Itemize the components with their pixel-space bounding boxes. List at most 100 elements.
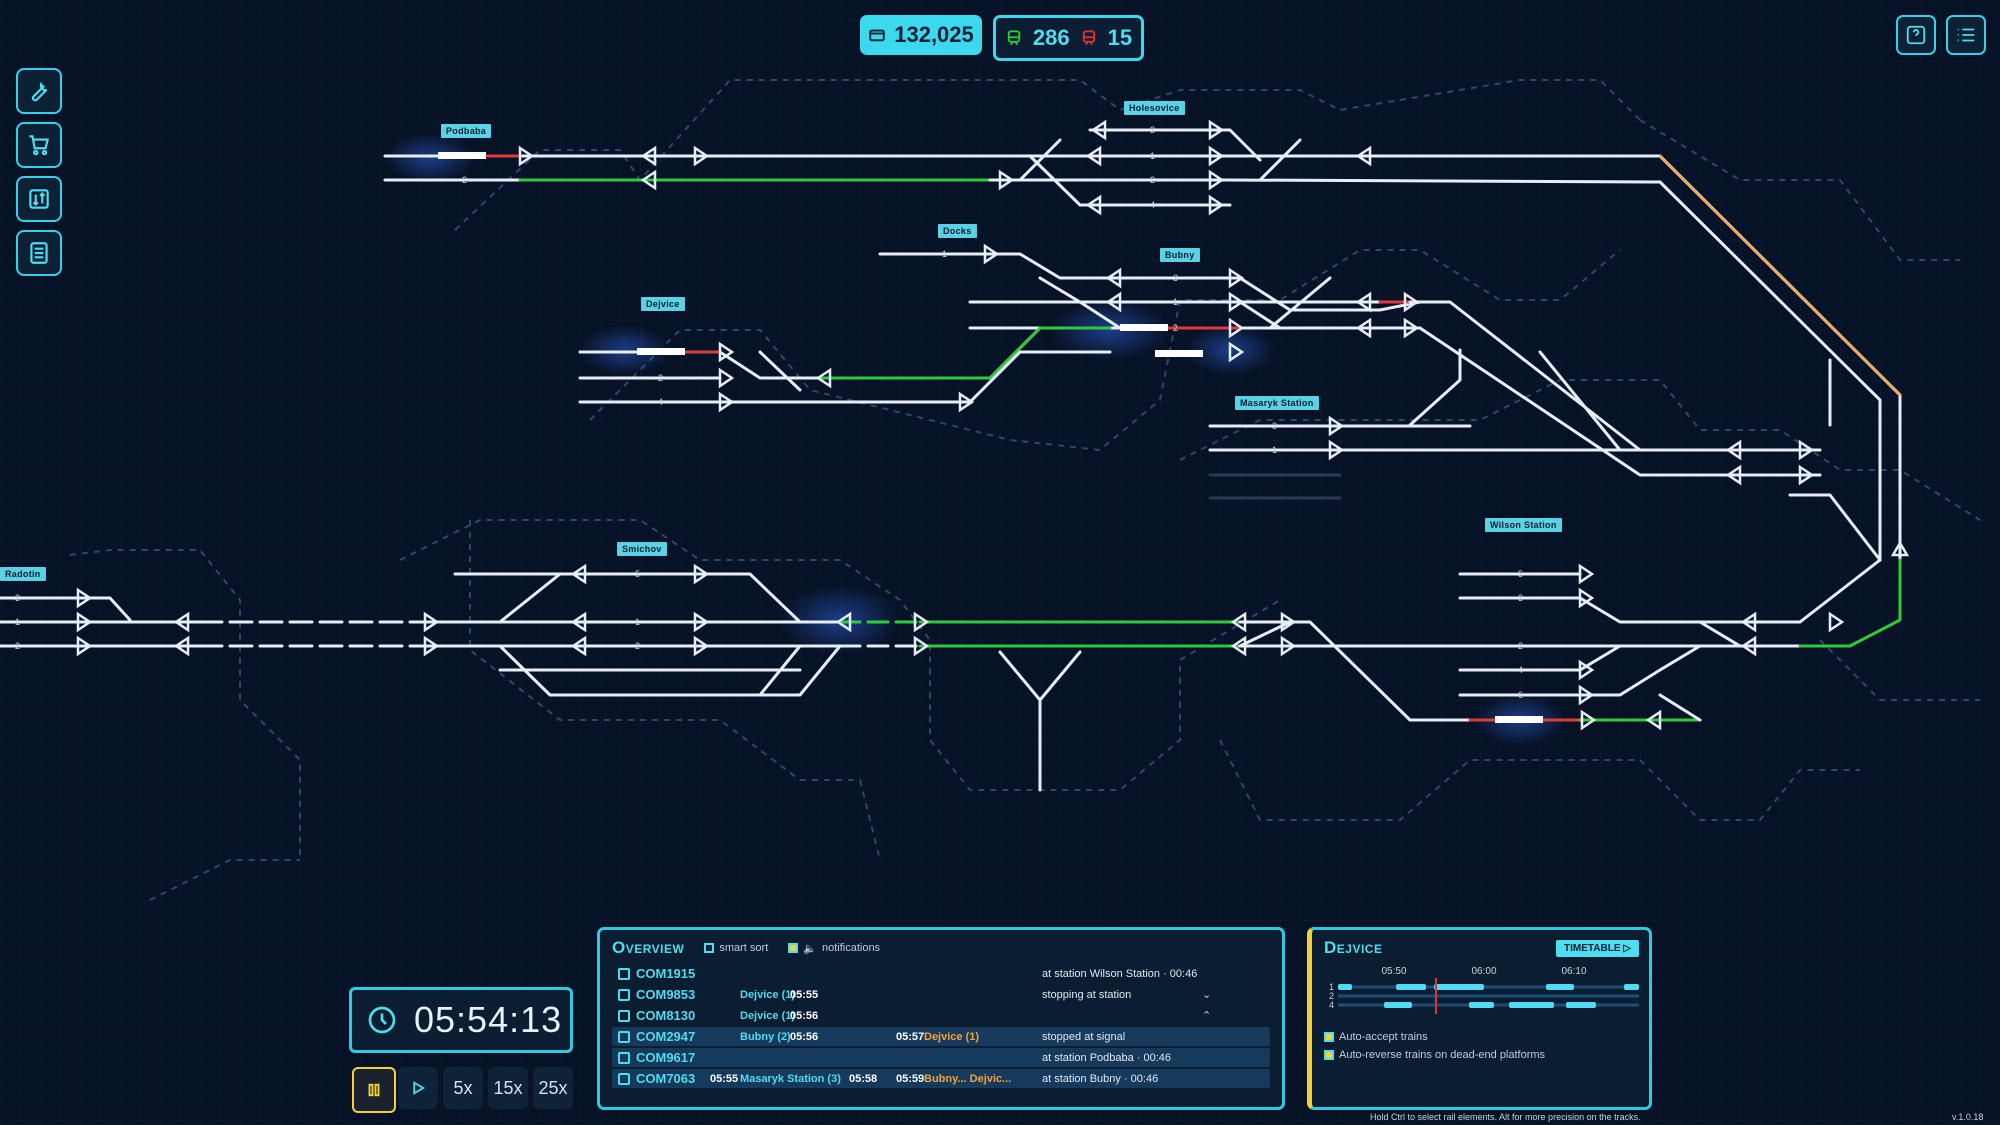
- signals[interactable]: [76, 119, 1910, 731]
- wrench-icon: [31, 81, 48, 102]
- pause-icon: [368, 1083, 380, 1097]
- train-next-time: 05:58: [849, 1072, 878, 1085]
- menu-button[interactable]: [1946, 15, 1986, 55]
- timetable-button[interactable]: TIMETABLE ▷: [1556, 940, 1639, 957]
- trains[interactable]: [438, 152, 1543, 723]
- train-later-time: 05:59: [896, 1072, 925, 1085]
- play-button[interactable]: [398, 1067, 438, 1109]
- overview-title: Overview: [612, 938, 685, 957]
- svg-text:4: 4: [1150, 200, 1155, 210]
- timetable-blocks[interactable]: [1338, 984, 1639, 1008]
- svg-text:2: 2: [15, 641, 20, 651]
- svg-text:4: 4: [658, 397, 663, 407]
- build-tools-button[interactable]: [16, 68, 62, 114]
- smart-sort-checkbox[interactable]: [704, 943, 715, 953]
- svg-text:1: 1: [1150, 151, 1155, 161]
- train-status: stopping at station: [1042, 988, 1132, 1001]
- time-tick-0: 05:50: [1381, 966, 1406, 977]
- station-podbaba[interactable]: Podbaba: [441, 124, 492, 138]
- train-later-time: 05:57: [896, 1030, 925, 1043]
- train-prev-time: 05:55: [710, 1072, 739, 1085]
- train-status: at station Podbaba · 00:46: [1042, 1051, 1172, 1064]
- svg-text:2: 2: [1173, 323, 1178, 333]
- train-icon: [618, 967, 630, 980]
- svg-text:2: 2: [635, 641, 640, 651]
- speed-5x-button[interactable]: 5x: [443, 1067, 483, 1109]
- train-id: COM8130: [636, 1008, 696, 1023]
- svg-text:1: 1: [635, 617, 640, 627]
- auto-accept-toggle[interactable]: Auto-accept trains: [1324, 1031, 1637, 1043]
- svg-text:2: 2: [1518, 641, 1523, 651]
- train-next-stop: Dejvice (1): [740, 988, 796, 1001]
- train-next-stop: Bubny (2): [740, 1030, 791, 1043]
- svg-text:1: 1: [15, 617, 20, 627]
- auto-reverse-toggle[interactable]: Auto-reverse trains on dead-end platform…: [1324, 1049, 1637, 1061]
- svg-text:3: 3: [1272, 421, 1277, 431]
- chevron-up-icon[interactable]: ⌃: [1202, 1010, 1212, 1022]
- auto-accept-label: Auto-accept trains: [1339, 1031, 1428, 1043]
- svg-text:2: 2: [462, 175, 467, 185]
- station-bubny[interactable]: Bubny: [1160, 248, 1200, 262]
- money-display: 132,025: [860, 15, 982, 55]
- trains-ok-count: 286: [1032, 25, 1070, 50]
- auto-reverse-label: Auto-reverse trains on dead-end platform…: [1339, 1049, 1546, 1061]
- svg-text:3: 3: [1150, 125, 1155, 135]
- pause-button[interactable]: [352, 1067, 396, 1113]
- train-row[interactable]: COM9617 at station Podbaba · 00:46: [612, 1048, 1270, 1067]
- svg-text:6: 6: [1518, 690, 1523, 700]
- track-label-4: 4: [1329, 1000, 1334, 1010]
- smart-sort-toggle[interactable]: smart sort: [704, 942, 768, 954]
- station-smichov[interactable]: Smichov: [617, 542, 667, 556]
- rail-tracks[interactable]: [0, 128, 1902, 792]
- svg-text:2: 2: [658, 373, 663, 383]
- train-status: stopped at signal: [1042, 1030, 1126, 1043]
- chevron-down-icon[interactable]: ⌄: [1202, 989, 1212, 1001]
- train-icon: [618, 1030, 630, 1043]
- help-icon: [1906, 25, 1926, 45]
- notifications-checkbox[interactable]: [788, 943, 799, 953]
- speed-15x-button[interactable]: 15x: [488, 1067, 528, 1109]
- train-counter: 286 15: [993, 15, 1144, 61]
- log-button[interactable]: [16, 230, 62, 276]
- shop-button[interactable]: [16, 122, 62, 168]
- speed-25x-button[interactable]: 25x: [533, 1067, 573, 1109]
- train-later-stop: Bubny... Dejvic...: [924, 1072, 1012, 1085]
- svg-text:5: 5: [635, 569, 640, 579]
- station-radotin[interactable]: Radotin: [0, 567, 46, 581]
- svg-text:3: 3: [1173, 273, 1178, 283]
- train-next-stop: Dejvice (1): [740, 1009, 796, 1022]
- train-bad-icon: [1082, 30, 1095, 46]
- train-icon: [618, 1051, 630, 1064]
- station-dejvice[interactable]: Dejvice: [641, 297, 685, 311]
- version-text: v.1.0.18: [1952, 1112, 1984, 1122]
- station-holesovice[interactable]: Holesovice: [1124, 101, 1185, 115]
- trains-bad-count: 15: [1107, 25, 1133, 50]
- notifications-toggle[interactable]: 🔈notifications: [788, 942, 880, 955]
- svg-text:1: 1: [1173, 297, 1178, 307]
- station-docks[interactable]: Docks: [938, 224, 977, 238]
- train-ok-icon: [1007, 30, 1021, 46]
- help-button[interactable]: [1896, 15, 1936, 55]
- timetable-chart[interactable]: 05:50 06:00 06:10 1 2 4: [1324, 964, 1642, 1024]
- station-wilson[interactable]: Wilson Station: [1485, 518, 1562, 532]
- station-masaryk[interactable]: Masaryk Station: [1235, 396, 1319, 410]
- play-icon: [413, 1081, 426, 1095]
- train-id: COM7063: [636, 1071, 696, 1086]
- svg-text:3: 3: [1518, 593, 1523, 603]
- train-icon: [618, 988, 630, 1001]
- auto-accept-checkbox[interactable]: [1324, 1032, 1334, 1042]
- schedule-button[interactable]: [16, 176, 62, 222]
- station-panel-title: Dejvice: [1324, 938, 1383, 957]
- list-icon: [1957, 28, 1975, 42]
- time-tick-1: 06:00: [1471, 966, 1496, 977]
- train-id: COM9617: [636, 1050, 696, 1065]
- svg-text:1: 1: [942, 249, 947, 259]
- track-label-2: 2: [1329, 991, 1334, 1001]
- auto-reverse-checkbox[interactable]: [1324, 1050, 1334, 1060]
